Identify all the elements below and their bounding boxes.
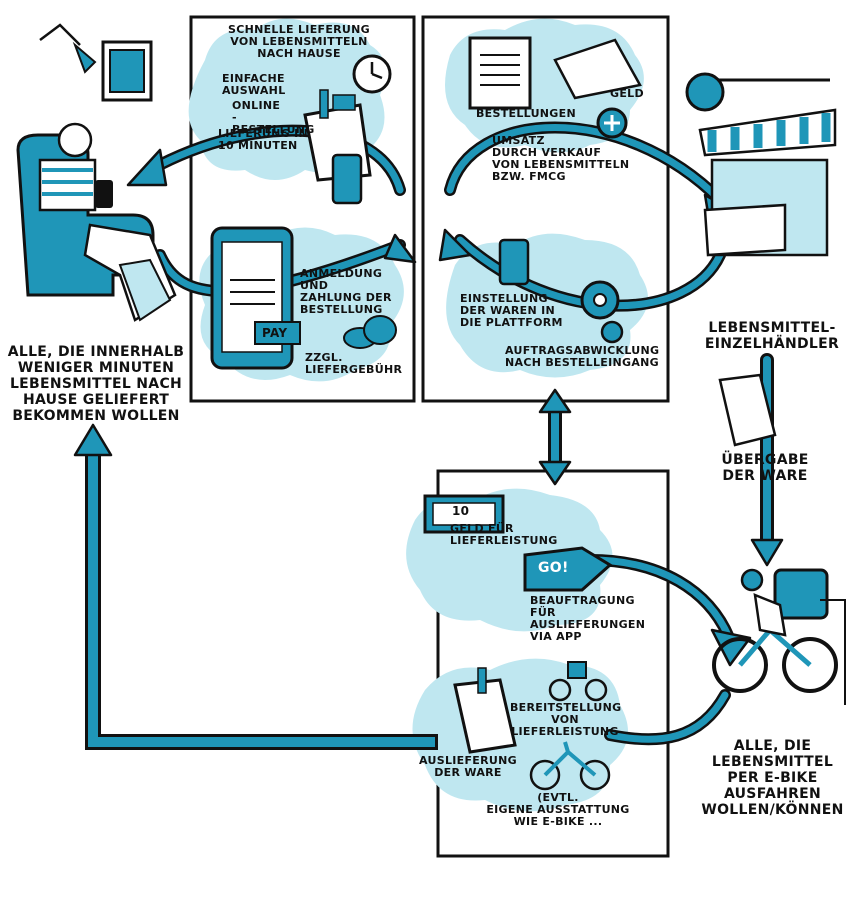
arrow-from-courier [606,691,729,743]
order-list-lines [480,54,520,86]
banknote-inner [432,502,496,526]
bag-item-1 [319,89,329,119]
delivery-bag-item [477,667,487,694]
retailer-store-illustration [685,72,837,447]
customer-phone-icon [95,180,113,208]
listing-label: EINSTELLUNG DER WAREN IN DIE PLATTFORM [460,292,563,329]
customer-head [57,122,93,158]
pay-button: PAY [262,326,288,340]
gear-hole [593,293,607,307]
mini-courier-box [567,661,587,679]
awning-stripes [707,113,831,152]
equipment-label: (EVTL. EIGENE AUSSTATTUNG WIE E-BIKE ... [486,791,630,828]
fast-delivery-label: SCHNELLE LIEFERUNG VON LEBENSMITTELN NAC… [228,23,370,60]
arrowhead-handover [750,538,784,567]
bike-wheel-front [712,637,768,693]
shirt-stripes [42,168,93,196]
bike-wheel-back [782,637,838,693]
ebike-wheel-2 [579,759,611,791]
arrow-delivery-return-outline [85,442,438,750]
order-processing-label: AUFTRAGSABWICKLUNG NACH BESTELLEINGANG [505,344,660,369]
courier-panel-icons [423,494,613,791]
mini-bike-wheel-2 [584,678,608,702]
courier-illustration [712,568,846,705]
retailer-panel-frame [421,15,670,403]
customer-panel-icons [210,54,397,370]
clock-hands [370,62,383,80]
assignment-label: BEAUFTRAGUNG FÜR AUSLIEFERUNGEN VIA APP [530,594,646,643]
leg-cast [118,258,172,322]
orders-label: BESTELLUNGEN [476,107,576,120]
courier-money-label: GELD FÜR LIEFERLEISTUNG [450,522,558,547]
ebike-frame [543,741,597,777]
delivery-backpack-icon [773,568,829,620]
arrowhead-order [383,233,417,264]
store-counter [703,203,787,257]
tablet-lines [230,279,275,305]
mini-bike-wheel-1 [548,678,572,702]
building-edge [820,599,846,705]
simple-order-label: EINFACHE AUSWAHL [222,72,286,97]
flow-arrows [85,121,774,750]
arrow-to-courier [586,556,734,644]
bag-item-2 [332,94,356,111]
arrowhead-double-up [538,388,572,414]
pay-button-shape [254,321,301,345]
online-order-label: ONLINE -BESTELLUNG [232,99,315,136]
courier-actor-label: ALLE, DIE LEBENSMITTEL PER E-BIKE AUSFAH… [701,738,844,818]
arrowhead-return [73,423,113,457]
customer-illustration [16,23,177,322]
plus-sign [604,115,620,131]
arrow-delivery-return [88,445,435,747]
delivery-time-label: LIEFERUNG IN 10 MINUTEN [218,127,309,152]
delivery-fee-label: ZZGL. LIEFERGEBÜHR [305,351,403,376]
go-label: GO! [538,560,569,576]
small-gear-icon [600,320,624,344]
smartphone-icon [331,153,363,205]
provision-label: BEREITSTELLUNG VON LIEFERLEISTUNG [510,701,622,738]
retailer-phone-icon [498,238,530,286]
coin-icon-2 [363,315,397,345]
banknote-value: 10 [452,504,470,518]
customer-shirt [38,158,97,212]
store-sign-icon [685,72,725,112]
customer-panel-frame [189,15,416,403]
lamp-icon [72,41,97,74]
retailer-money-label: GELD [610,87,644,100]
handover-label: ÜBERGABE DER WARE [721,452,809,484]
ebike-wheel-1 [529,759,561,791]
courier-helmet [740,568,764,592]
courier-body [753,593,787,637]
retailer-actor-label: LEBENSMITTEL- EINZELHÄNDLER [704,320,840,352]
wall-picture-inner [109,49,145,93]
arrowhead-customer [126,148,168,187]
order-list-icon [468,36,532,110]
arrow-to-retailer [446,124,724,204]
banknote-icon [553,38,642,100]
delivery-label: AUSLIEFERUNG DER WARE [419,754,517,779]
customer-actor-label: ALLE, DIE INNERHALB WENIGER MINUTEN LEBE… [7,344,185,424]
retailer-panel-icons [468,36,642,344]
registration-payment-label: ANMELDUNG UND ZAHLUNG DER BESTELLUNG [300,267,392,316]
handover-bag-icon [718,373,777,447]
arrowhead-double-down [538,460,572,486]
arrowhead-from-retailer [438,228,472,262]
revenue-label: UMSATZ DURCH VERKAUF VON LEBENSMITTELN B… [492,134,630,183]
go-hand-icon [523,546,613,592]
store-awning [698,108,837,157]
house-roof [39,23,81,46]
